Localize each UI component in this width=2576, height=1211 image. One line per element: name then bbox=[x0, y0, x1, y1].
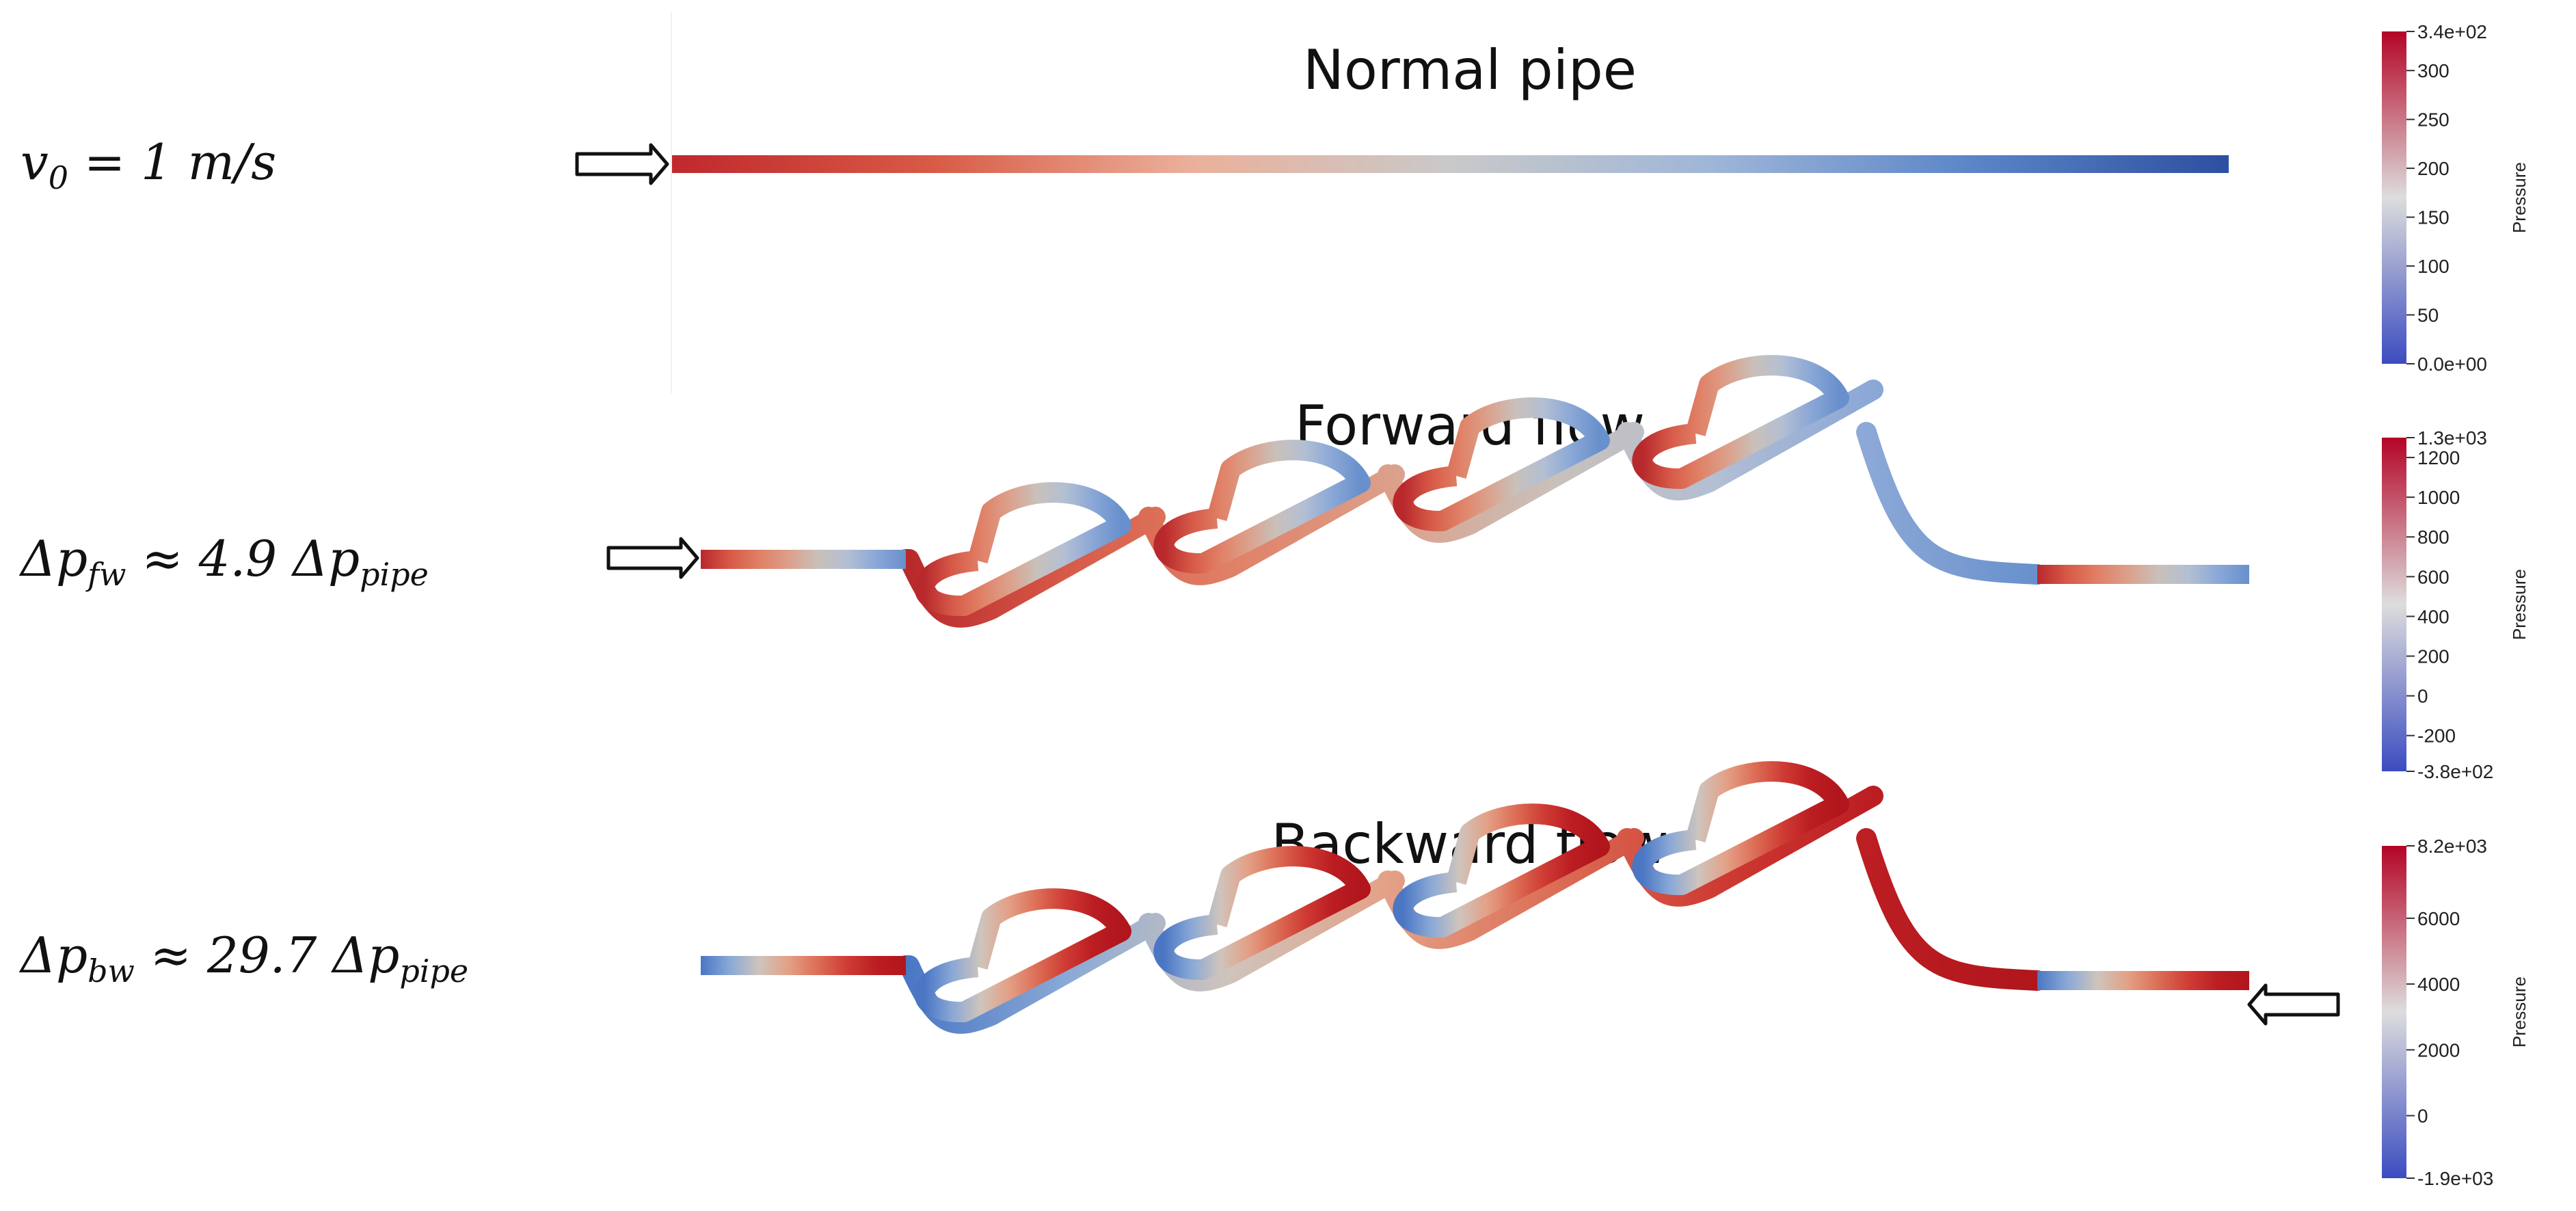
valve-loop bbox=[1393, 397, 1610, 532]
colorbar-tick-label: 1200 bbox=[2417, 447, 2460, 468]
colorbar-tick-label: 150 bbox=[2417, 207, 2450, 228]
colorbar-tick-label: 6000 bbox=[2417, 908, 2460, 929]
colorbar-bar bbox=[2382, 846, 2406, 1178]
colorbar-tick-label: 300 bbox=[2417, 60, 2450, 81]
colorbar-tick-label: 0 bbox=[2417, 686, 2428, 707]
panel-title-normal: Normal pipe bbox=[1303, 38, 1637, 102]
colorbar-tick-label: 50 bbox=[2417, 305, 2439, 326]
colorbar-tick-label: 400 bbox=[2417, 606, 2450, 627]
colorbar-bar bbox=[2382, 31, 2406, 364]
colorbar-tick-label: 4000 bbox=[2417, 974, 2460, 995]
valve-loop bbox=[1632, 355, 1849, 490]
normal-pipe bbox=[671, 155, 2229, 173]
colorbar-title: Pressure bbox=[2509, 569, 2530, 640]
valve-loop bbox=[914, 888, 1131, 1023]
inlet-arrow-forward bbox=[606, 537, 699, 579]
colorbar-tick-label: 800 bbox=[2417, 527, 2450, 548]
colorbar-end-label: 3.4e+02 bbox=[2417, 21, 2487, 42]
valve-loop bbox=[1153, 846, 1371, 981]
colorbar-backward: 8.2e+03 -1.9e+03 6000 4000 2000 0 Pressure bbox=[2382, 836, 2530, 1189]
tesla-valve-backward bbox=[701, 761, 2249, 1034]
colorbar-end-label: 0.0e+00 bbox=[2417, 354, 2487, 375]
valve-loop bbox=[1632, 761, 1849, 896]
colorbar-end-label: 1.3e+03 bbox=[2417, 427, 2487, 449]
valve-loop bbox=[1393, 803, 1610, 938]
valve-loop bbox=[914, 482, 1131, 617]
colorbar-end-label: -1.9e+03 bbox=[2417, 1168, 2493, 1189]
colorbar-tick-label: 200 bbox=[2417, 158, 2450, 179]
valve-inlet-pipe bbox=[701, 956, 906, 975]
valve-loop bbox=[1153, 440, 1371, 574]
colorbar-tick-label: 250 bbox=[2417, 109, 2450, 131]
colorbar-normal: 3.4e+02 0.0e+00 300 250 200 150 100 50 Pressure bbox=[2382, 21, 2530, 375]
forward-pressure-drop-label: Δpfw ≈ 4.9 Δppipe bbox=[18, 530, 429, 593]
valve-outlet-pipe bbox=[2037, 565, 2249, 584]
tesla-valve-forward bbox=[701, 355, 2249, 628]
colorbar-tick-label: -200 bbox=[2417, 726, 2456, 747]
colorbar-title: Pressure bbox=[2509, 162, 2530, 233]
colorbar-tick-label: 1000 bbox=[2417, 487, 2460, 508]
inlet-arrow-normal bbox=[575, 143, 669, 185]
colorbar-title: Pressure bbox=[2509, 976, 2530, 1048]
colorbar-end-label: -3.8e+02 bbox=[2417, 761, 2493, 782]
colorbar-tick-label: 200 bbox=[2417, 646, 2450, 667]
valve-inlet-pipe bbox=[701, 550, 906, 569]
colorbar-tick-label: 100 bbox=[2417, 256, 2450, 277]
velocity-label: v0 = 1 m/s bbox=[21, 133, 276, 196]
colorbar-forward: 1.3e+03 -3.8e+02 1200 1000 800 600 400 200 0 -200… bbox=[2382, 427, 2530, 782]
colorbar-bar bbox=[2382, 438, 2406, 771]
colorbar-tick-label: 600 bbox=[2417, 566, 2450, 587]
colorbar-tick-label: 2000 bbox=[2417, 1039, 2460, 1061]
inlet-arrow-backward bbox=[2247, 983, 2340, 1026]
backward-pressure-drop-label: Δpbw ≈ 29.7 Δppipe bbox=[18, 927, 468, 989]
colorbar-end-label: 8.2e+03 bbox=[2417, 836, 2487, 857]
colorbar-tick-label: 0 bbox=[2417, 1106, 2428, 1127]
valve-outlet-pipe bbox=[2037, 971, 2249, 990]
